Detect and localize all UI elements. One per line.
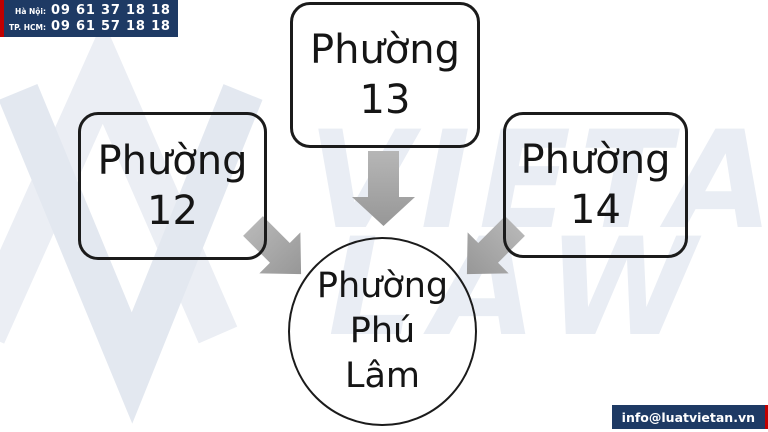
arrow-down-icon [352, 151, 415, 226]
node-label-line1: Phường [97, 138, 248, 184]
red-accent-strip [0, 0, 4, 37]
node-label-line2: Phú [349, 311, 416, 351]
phone-row-hanoi: Hà Nội: 09 61 37 18 18 [8, 3, 171, 19]
red-accent-strip [765, 405, 768, 429]
node-label-line2: 14 [570, 187, 621, 233]
phone-number: 09 61 37 18 18 [51, 2, 171, 18]
node-phuong-phu-lam: Phường Phú Lâm [288, 237, 477, 426]
node-label-line1: Phường [309, 27, 461, 73]
contact-phone-badge: Hà Nội: 09 61 37 18 18 TP. HCM: 09 61 57… [0, 0, 178, 37]
arrow-down-left-icon [466, 216, 525, 275]
phone-row-hcm: TP. HCM: 09 61 57 18 18 [8, 19, 171, 35]
node-label-line1: Phường [316, 266, 449, 306]
node-phuong-12: Phường 12 [78, 112, 267, 260]
node-phuong-13: Phường 13 [290, 2, 480, 148]
email-badge-body: info@luatvietan.vn [611, 405, 765, 429]
phone-label: TP. HCM: [9, 22, 46, 32]
node-phuong-14: Phường 14 [503, 112, 688, 258]
node-label-line3: Lâm [344, 356, 421, 396]
node-label-line1: Phường [520, 137, 671, 183]
node-label-line2: 12 [147, 188, 198, 234]
node-label-line2: 13 [359, 77, 411, 123]
watermark-logo-chevron-down-icon [0, 83, 263, 424]
email-text: info@luatvietan.vn [621, 409, 755, 425]
phone-label: Hà Nội: [15, 6, 46, 16]
arrow-down-right-icon [243, 216, 302, 275]
phone-number: 09 61 57 18 18 [51, 18, 171, 34]
contact-email-badge: info@luatvietan.vn [611, 405, 768, 429]
phone-badge-body: Hà Nội: 09 61 37 18 18 TP. HCM: 09 61 57… [4, 0, 178, 37]
